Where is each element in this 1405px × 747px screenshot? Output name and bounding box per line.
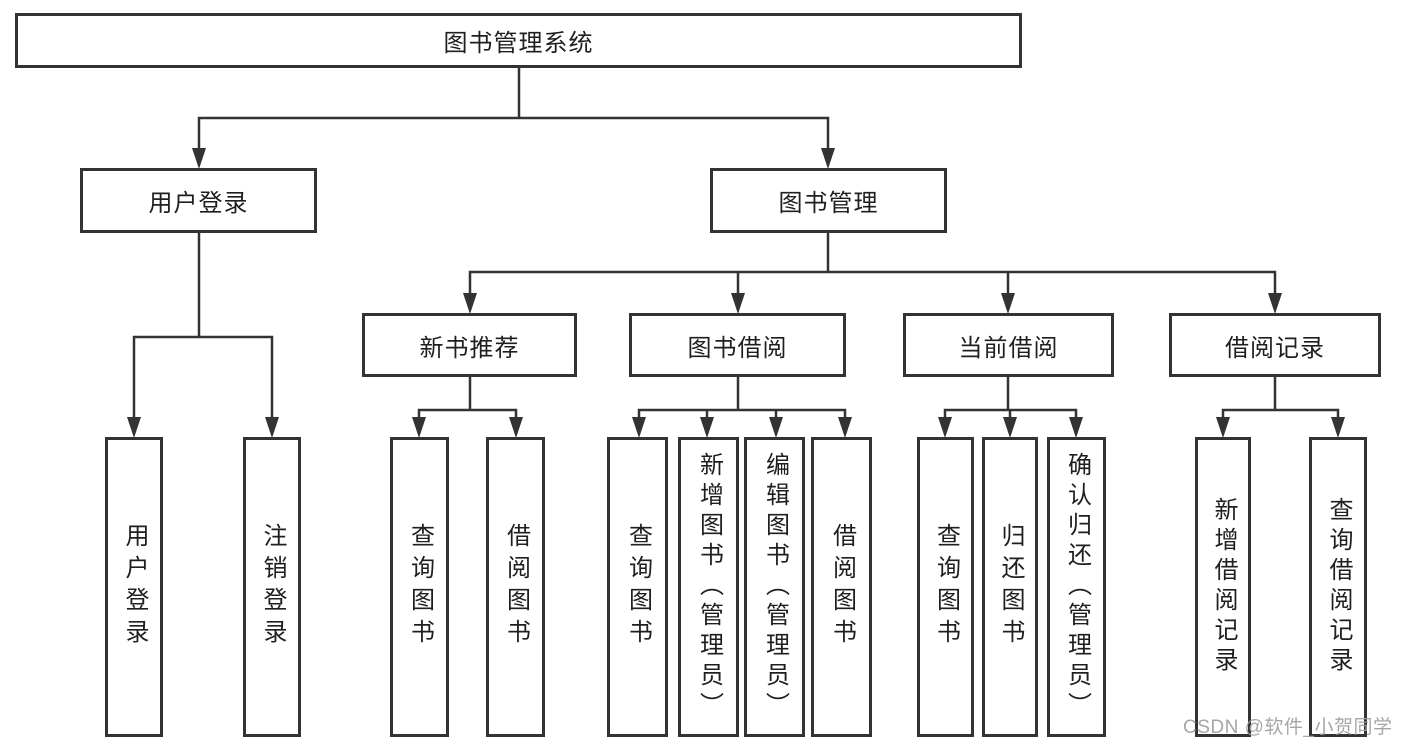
arrowheads-level2 [192,148,835,169]
leaf-query-books-current: 查询图书 [917,437,974,737]
node-library-system: 图书管理系统 [15,13,1022,68]
leaf-label: 确认归还（管理员） [1063,452,1091,722]
leaf-label: 注销登录 [259,523,286,651]
leaf-label: 借阅图书 [828,523,856,651]
leaf-label: 用户登录 [121,523,148,651]
arrowheads-current [938,417,1083,438]
node-user-login: 用户登录 [80,168,317,233]
leaf-borrow-books: 借阅图书 [811,437,872,737]
arrowheads-userlogin [127,417,279,438]
leaf-label: 查询图书 [932,523,960,651]
node-current-borrowing: 当前借阅 [903,313,1114,377]
leaf-label: 借阅图书 [502,523,530,651]
leaf-label: 新增借阅记录 [1210,497,1237,677]
leaf-logout: 注销登录 [243,437,301,737]
leaf-query-books-recommend: 查询图书 [390,437,449,737]
leaf-confirm-return-admin: 确认归还（管理员） [1047,437,1106,737]
leaf-label: 查询借阅记录 [1325,497,1352,677]
connector-records-to-leaves [1221,375,1340,435]
leaf-label: 查询图书 [624,523,652,651]
leaf-label: 新增图书（管理员） [695,452,723,722]
leaf-borrow-books-recommend: 借阅图书 [486,437,545,737]
arrowheads-level3 [463,293,1282,314]
connector-borrow-to-leaves [637,375,847,435]
arrowheads-records [1216,417,1345,438]
connector-root-to-level2 [197,66,830,166]
leaf-return-books: 归还图书 [982,437,1038,737]
node-borrowing-records: 借阅记录 [1169,313,1381,377]
csdn-watermark: CSDN @软件_小贺同学 [1183,717,1393,738]
leaf-query-books-borrow: 查询图书 [607,437,668,737]
connector-mgmt-to-level3 [468,231,1277,311]
leaf-add-books-admin: 新增图书（管理员） [678,437,739,737]
leaf-add-borrow-record: 新增借阅记录 [1195,437,1251,737]
leaf-label: 归还图书 [997,523,1024,651]
leaf-query-borrow-record: 查询借阅记录 [1309,437,1367,737]
leaf-label: 查询图书 [406,523,434,651]
leaf-label: 编辑图书（管理员） [761,452,789,722]
leaf-user-login: 用户登录 [105,437,163,737]
leaf-edit-books-admin: 编辑图书（管理员） [744,437,805,737]
connector-userlogin-to-leaves [132,231,274,435]
node-book-borrowing: 图书借阅 [629,313,846,377]
node-new-book-recommendation: 新书推荐 [362,313,577,377]
connector-newbook-to-leaves [417,375,518,435]
node-book-management: 图书管理 [710,168,947,233]
arrowheads-borrow [632,417,852,438]
arrowheads-newbook [412,417,523,438]
